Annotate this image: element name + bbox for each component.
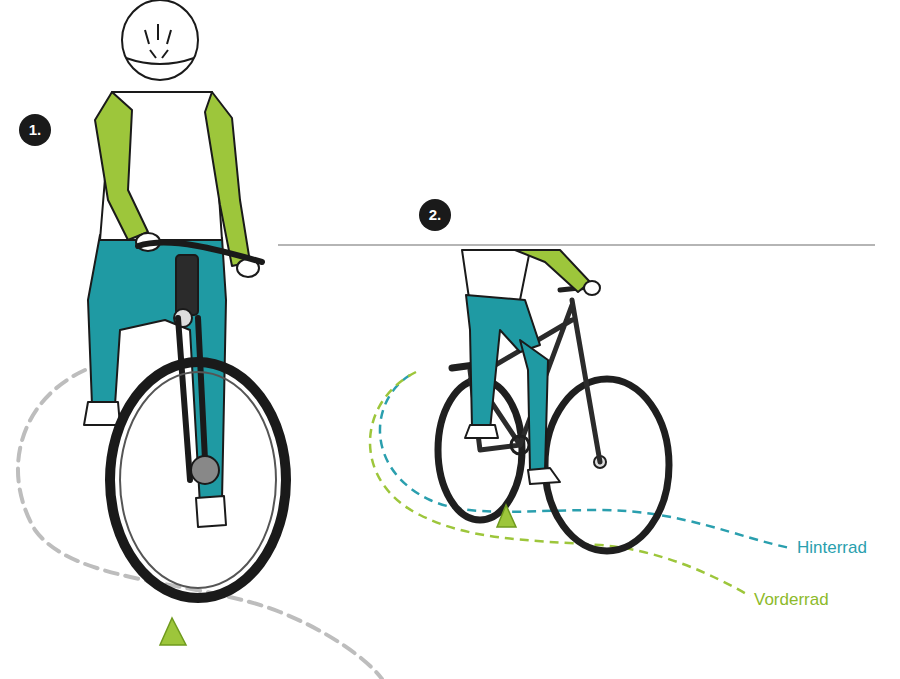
wheel-label: Hinterrad	[795, 538, 869, 558]
rear-wheel-track	[380, 375, 790, 548]
cone	[497, 505, 516, 527]
rider-side	[462, 250, 600, 484]
callout-number: 1.	[19, 114, 51, 146]
wheel-label: Vorderrad	[752, 590, 831, 610]
divider-line	[278, 244, 875, 246]
callout-number: 2.	[419, 199, 451, 231]
cone	[160, 618, 186, 645]
bicycle-front	[110, 243, 286, 598]
bicycle-side	[438, 286, 669, 551]
front-wheel-track	[370, 372, 750, 596]
